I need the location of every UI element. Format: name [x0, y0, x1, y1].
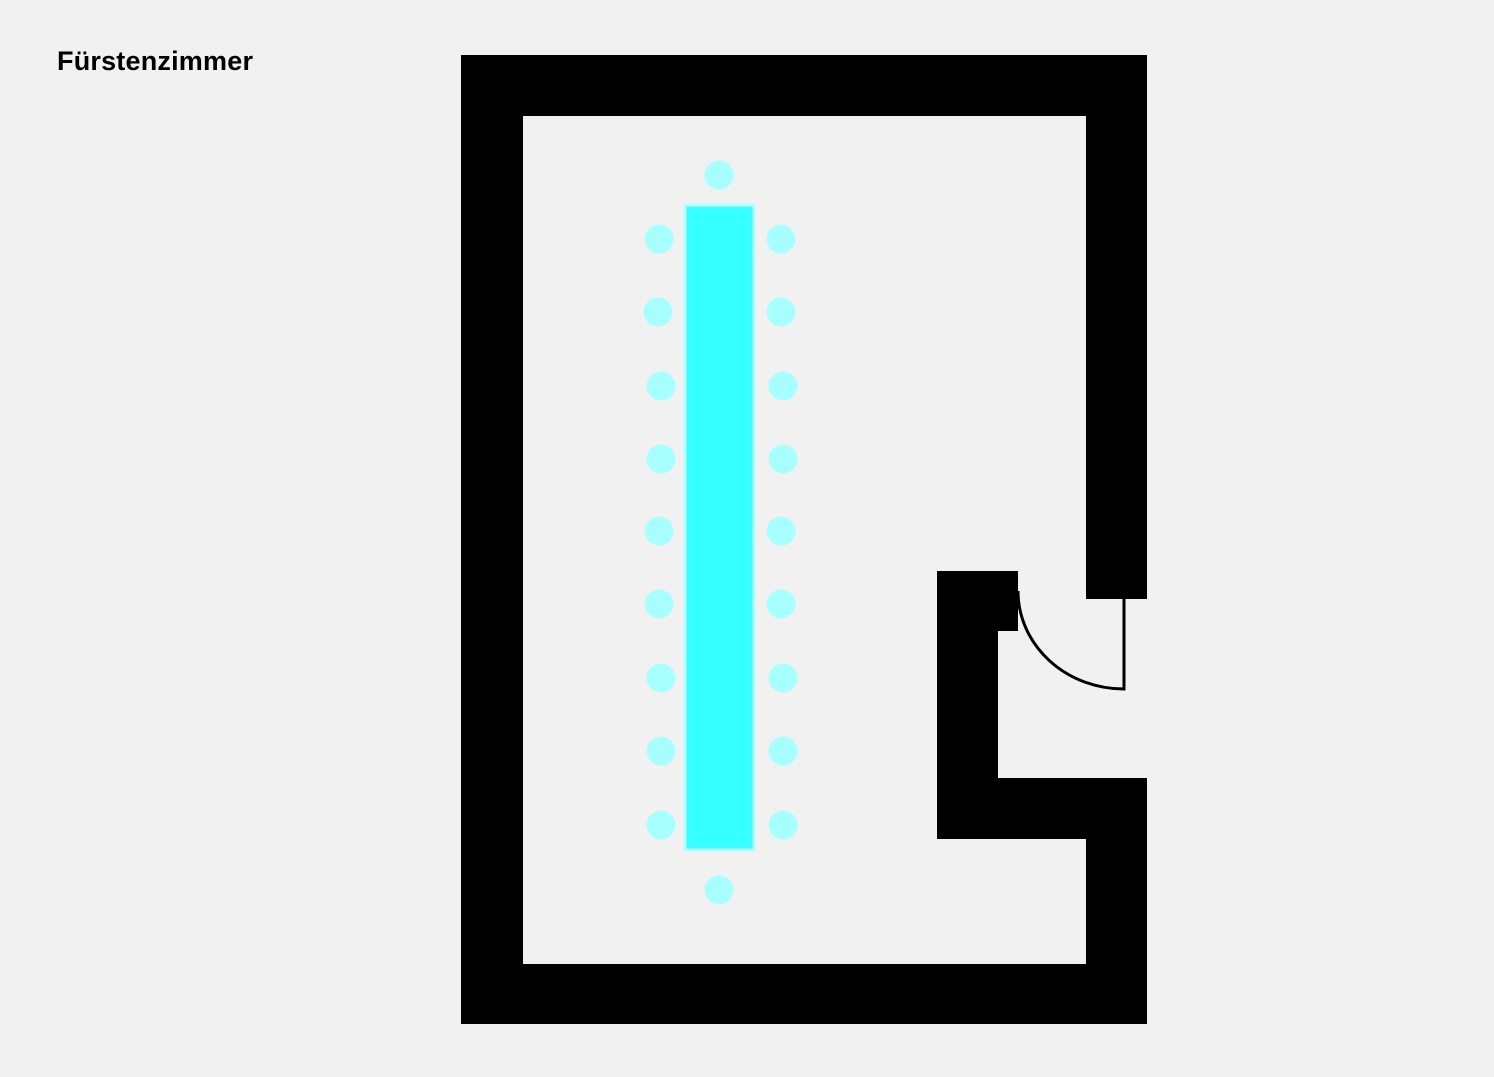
long-table	[683, 203, 756, 852]
chair-right-8	[768, 736, 798, 766]
chair-right-4	[768, 444, 798, 474]
wall-right-upper	[1086, 55, 1147, 599]
chair-left-1	[644, 224, 674, 254]
chair-left-4	[646, 444, 676, 474]
door-arc	[1016, 590, 1126, 691]
chair-left-7	[646, 663, 676, 693]
chair-foot	[704, 875, 734, 905]
chair-left-3	[646, 371, 676, 401]
chairs	[643, 160, 798, 905]
chair-left-8	[646, 736, 676, 766]
chair-right-2	[766, 297, 796, 327]
wall-left	[461, 55, 523, 1024]
chair-right-9	[768, 810, 798, 840]
chair-right-6	[766, 589, 796, 619]
door-swing-icon	[1016, 590, 1126, 691]
wall-top	[461, 55, 1147, 116]
chair-right-3	[768, 371, 798, 401]
chair-right-7	[768, 663, 798, 693]
chair-left-2	[643, 297, 673, 327]
chair-left-9	[646, 810, 676, 840]
chair-right-5	[766, 516, 796, 546]
chair-left-6	[644, 589, 674, 619]
chair-left-5	[644, 516, 674, 546]
room-title: Fürstenzimmer	[57, 46, 254, 76]
wall-bottom	[461, 964, 1147, 1024]
walls	[461, 55, 1147, 1024]
chair-right-1	[766, 224, 796, 254]
chair-head	[704, 160, 734, 190]
alcove-wall-bottom	[937, 778, 1147, 839]
